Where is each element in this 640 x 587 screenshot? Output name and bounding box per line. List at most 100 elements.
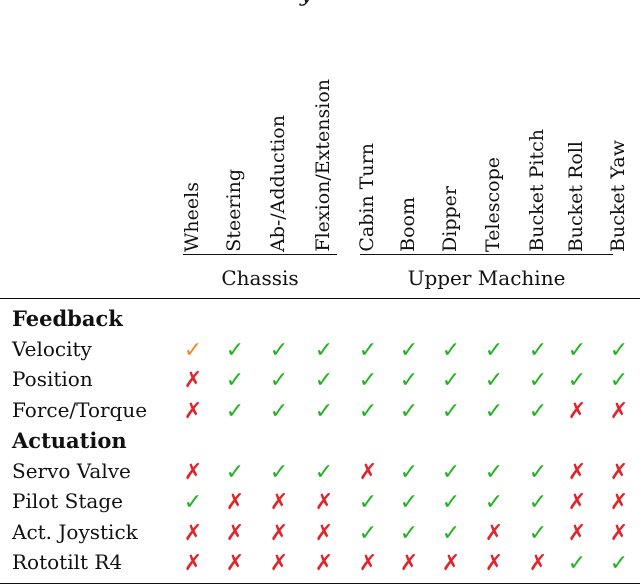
check-icon: ✓ (441, 490, 461, 515)
cross-icon: ✗ (183, 551, 203, 576)
check-icon: ✓ (225, 459, 245, 485)
check-icon: ✓ (484, 398, 504, 424)
check-icon: ✓ (567, 551, 587, 576)
column-header: Telescope (482, 157, 504, 252)
row-label: Pilot Stage (12, 489, 123, 513)
cross-icon: ✗ (183, 459, 203, 485)
caption-fragment: y (300, 0, 312, 7)
check-icon: ✓ (609, 551, 629, 576)
cross-icon: ✗ (567, 520, 587, 546)
check-icon: ✓ (183, 490, 203, 515)
group-label: Chassis (221, 266, 299, 290)
check-icon: ✓ (225, 337, 245, 363)
check-icon: ✓ (358, 520, 378, 546)
check-icon: ✓ (484, 459, 504, 485)
section-title: Actuation (12, 428, 127, 453)
section-title: Feedback (12, 306, 123, 331)
cross-icon: ✗ (567, 490, 587, 515)
check-icon: ✓ (269, 337, 289, 363)
column-header: Cabin Turn (356, 143, 378, 252)
cross-icon: ✗ (441, 551, 461, 576)
check-icon: ✓ (399, 368, 419, 393)
column-header: Bucket Yaw (607, 140, 629, 252)
row-label: Position (12, 367, 93, 391)
check-icon: ✓ (225, 368, 245, 393)
check-icon: ✓ (225, 398, 245, 424)
cross-icon: ✗ (528, 551, 548, 576)
cross-icon: ✗ (225, 520, 245, 546)
cross-icon: ✗ (183, 520, 203, 546)
check-icon: ✓ (358, 368, 378, 393)
check-icon: ✓ (358, 398, 378, 424)
check-icon: ✓ (314, 368, 334, 393)
cross-icon: ✗ (609, 490, 629, 515)
check-icon: ✓ (358, 490, 378, 515)
group-label: Upper Machine (407, 266, 566, 290)
check-icon: ✓ (399, 520, 419, 546)
row-label: Act. Joystick (12, 519, 138, 544)
check-icon: ✓ (609, 368, 629, 393)
row-label: Force/Torque (12, 397, 148, 422)
cross-icon: ✗ (358, 551, 378, 576)
cross-icon: ✗ (225, 490, 245, 515)
cross-icon: ✗ (314, 490, 334, 515)
check-icon: ✓ (441, 398, 461, 424)
cross-icon: ✗ (269, 520, 289, 546)
cross-icon: ✗ (567, 398, 587, 424)
check-icon: ✓ (609, 337, 629, 363)
check-icon: ✓ (441, 337, 461, 363)
cross-icon: ✗ (484, 551, 504, 576)
column-header: Steering (223, 169, 245, 252)
check-icon: ✓ (528, 337, 548, 363)
cross-icon: ✗ (399, 551, 419, 576)
group-rule (360, 254, 613, 255)
cross-icon: ✗ (183, 398, 203, 424)
check-icon: ✓ (399, 490, 419, 515)
cross-icon: ✗ (609, 459, 629, 485)
column-header: Bucket Roll (565, 140, 587, 252)
cross-icon: ✗ (314, 520, 334, 546)
check-icon: ✓ (399, 337, 419, 363)
column-header: Flexion/Extension (312, 79, 334, 252)
check-icon: ✓ (567, 368, 587, 393)
check-icon: ✓ (314, 398, 334, 424)
group-rule (183, 254, 337, 255)
check-icon: ✓ (399, 459, 419, 485)
cross-icon: ✗ (567, 459, 587, 485)
header-rule (0, 298, 640, 299)
check-icon: ✓ (484, 490, 504, 515)
cross-icon: ✗ (269, 490, 289, 515)
column-header: Wheels (181, 181, 203, 252)
check-icon: ✓ (441, 520, 461, 546)
check-icon: ✓ (528, 459, 548, 485)
cross-icon: ✗ (225, 551, 245, 576)
cross-icon: ✗ (609, 520, 629, 546)
check-icon: ✓ (314, 459, 334, 485)
check-icon: ✓ (183, 337, 203, 363)
check-icon: ✓ (358, 337, 378, 363)
check-icon: ✓ (441, 368, 461, 393)
check-icon: ✓ (269, 368, 289, 393)
check-icon: ✓ (269, 398, 289, 424)
check-icon: ✓ (484, 337, 504, 363)
check-icon: ✓ (314, 337, 334, 363)
column-header: Bucket Pitch (526, 129, 548, 252)
cross-icon: ✗ (609, 398, 629, 424)
check-icon: ✓ (528, 520, 548, 546)
check-icon: ✓ (567, 337, 587, 363)
cross-icon: ✗ (314, 551, 334, 576)
cross-icon: ✗ (269, 551, 289, 576)
check-icon: ✓ (528, 398, 548, 424)
check-icon: ✓ (528, 368, 548, 393)
check-icon: ✓ (528, 490, 548, 515)
row-label: Velocity (12, 336, 92, 361)
check-icon: ✓ (441, 459, 461, 485)
row-label: Rototilt R4 (12, 550, 123, 574)
cross-icon: ✗ (358, 459, 378, 485)
cross-icon: ✗ (183, 368, 203, 393)
check-icon: ✓ (399, 398, 419, 424)
column-header: Ab-/Adduction (267, 114, 289, 252)
bottom-rule (0, 583, 640, 584)
column-header: Dipper (439, 186, 461, 252)
check-icon: ✓ (269, 459, 289, 485)
